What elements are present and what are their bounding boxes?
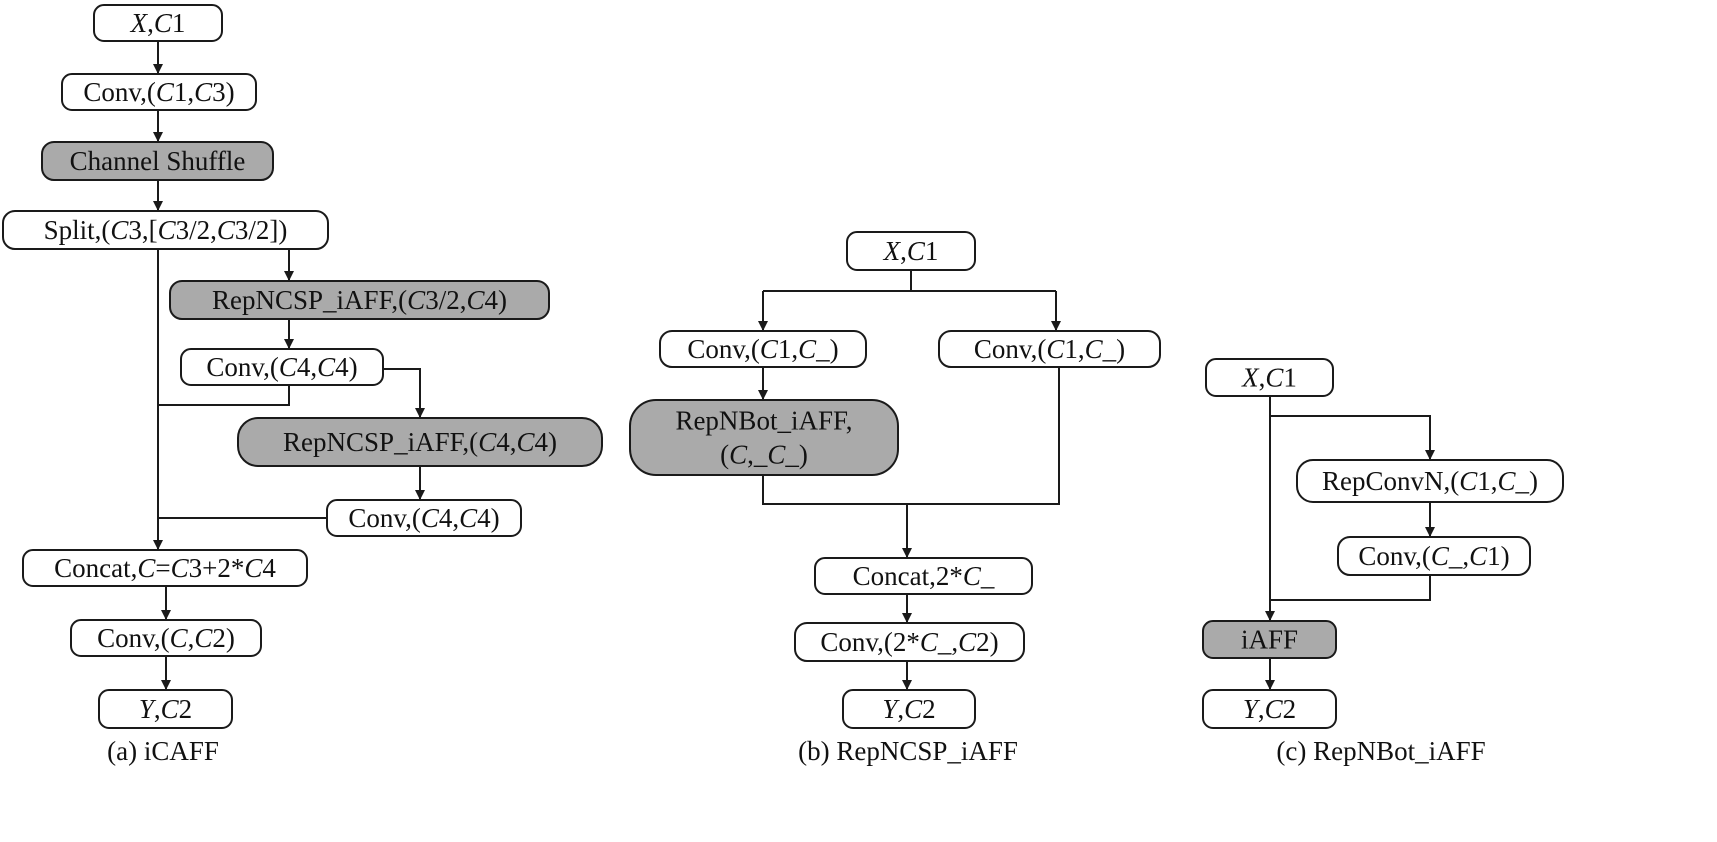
node-box	[70, 619, 262, 657]
node-box	[180, 348, 384, 386]
node-a-rep1: RepNCSP_iAFF,(C3/2,C4)	[169, 280, 550, 320]
node-b-bot: RepNBot_iAFF, (C,_C_)	[629, 399, 899, 476]
connector-arrow	[1270, 575, 1431, 601]
node-label: Concat,C=C3+2*C4	[54, 553, 276, 583]
node-box	[1205, 358, 1334, 397]
edges-layer	[153, 41, 1435, 690]
node-label: Concat,2*C_	[853, 561, 995, 591]
node-label: Conv,(2*C_,C2)	[820, 627, 998, 657]
node-box	[326, 499, 522, 537]
node-b-out: Y,C2	[842, 689, 976, 729]
node-label: Y,C2	[882, 694, 935, 724]
node-label: Split,(C3,[C3/2,C3/2])	[44, 215, 288, 245]
node-label: X,C1	[1241, 363, 1297, 393]
node-b-concat: Concat,2*C_	[814, 557, 1033, 595]
node-box	[794, 622, 1025, 662]
node-a-conv2: Conv,(C4,C4)	[180, 348, 384, 386]
node-a-concat: Concat,C=C3+2*C4	[22, 549, 308, 587]
node-label: Conv,(C4,C4)	[206, 352, 357, 382]
node-label: Channel Shuffle	[70, 146, 246, 176]
node-box	[2, 210, 329, 250]
node-label: iAFF	[1241, 625, 1298, 655]
node-label: X,C1	[130, 8, 186, 38]
node-box	[1337, 536, 1531, 576]
node-box	[1202, 689, 1337, 729]
node-label: Conv,(C_,C1)	[1358, 541, 1509, 571]
node-c-iaff: iAFF	[1202, 620, 1337, 659]
node-label: Conv,(C1,C_)	[687, 334, 838, 364]
node-label: Conv,(C1,C3)	[83, 77, 234, 107]
connector-arrow	[762, 367, 1060, 505]
node-box	[846, 231, 976, 271]
node-box	[22, 549, 308, 587]
connector-arrow	[383, 368, 425, 418]
node-box	[842, 689, 976, 729]
node-box	[61, 73, 257, 111]
node-a-split: Split,(C3,[C3/2,C3/2])	[2, 210, 329, 250]
node-label: (C,_C_)	[720, 440, 808, 470]
node-a-conv1: Conv,(C1,C3)	[61, 73, 257, 111]
node-c-in: X,C1	[1205, 358, 1334, 397]
node-label: Conv,(C1,C_)	[974, 334, 1125, 364]
node-a-shuf: Channel Shuffle	[41, 141, 274, 181]
node-b-conv1: Conv,(C1,C_)	[659, 330, 867, 368]
node-box	[814, 557, 1033, 595]
node-label: Conv,(C,C2)	[97, 623, 235, 653]
node-box	[41, 141, 274, 181]
node-label: Conv,(C4,C4)	[348, 503, 499, 533]
node-label: RepNBot_iAFF,	[675, 406, 852, 436]
node-box	[1202, 620, 1337, 659]
captions-layer: (a) iCAFF (b) RepNCSP_iAFF (c) RepNBot_iAF…	[107, 736, 1486, 766]
node-b-conv3: Conv,(2*C_,C2)	[794, 622, 1025, 662]
node-box	[93, 4, 223, 42]
node-label: RepConvN,(C1,C_)	[1322, 466, 1538, 496]
node-label: RepNCSP_iAFF,(C3/2,C4)	[212, 285, 507, 315]
node-b-in: X,C1	[846, 231, 976, 271]
node-a-conv3: Conv,(C4,C4)	[326, 499, 522, 537]
figure-caption-a: (a) iCAFF	[107, 736, 219, 766]
node-box	[169, 280, 550, 320]
figure-caption-b: (b) RepNCSP_iAFF	[798, 736, 1018, 766]
node-c-conv: Conv,(C_,C1)	[1337, 536, 1531, 576]
node-box	[98, 689, 233, 729]
node-box	[938, 330, 1161, 368]
node-label: RepNCSP_iAFF,(C4,C4)	[283, 427, 557, 457]
node-box	[1296, 459, 1564, 503]
node-b-conv2: Conv,(C1,C_)	[938, 330, 1161, 368]
node-c-rep: RepConvN,(C1,C_)	[1296, 459, 1564, 503]
node-box	[629, 399, 899, 476]
node-label: X,C1	[883, 236, 939, 266]
connector-arrow	[1270, 415, 1435, 460]
node-c-out: Y,C2	[1202, 689, 1337, 729]
connector-arrow	[158, 385, 290, 406]
node-a-rep2: RepNCSP_iAFF,(C4,C4)	[237, 417, 603, 467]
node-label: Y,C2	[1243, 694, 1296, 724]
figure-caption-c: (c) RepNBot_iAFF	[1276, 736, 1485, 766]
node-a-in: X,C1	[93, 4, 223, 42]
node-box	[237, 417, 603, 467]
node-a-conv4: Conv,(C,C2)	[70, 619, 262, 657]
node-a-out: Y,C2	[98, 689, 233, 729]
node-label: Y,C2	[139, 694, 192, 724]
node-box	[659, 330, 867, 368]
